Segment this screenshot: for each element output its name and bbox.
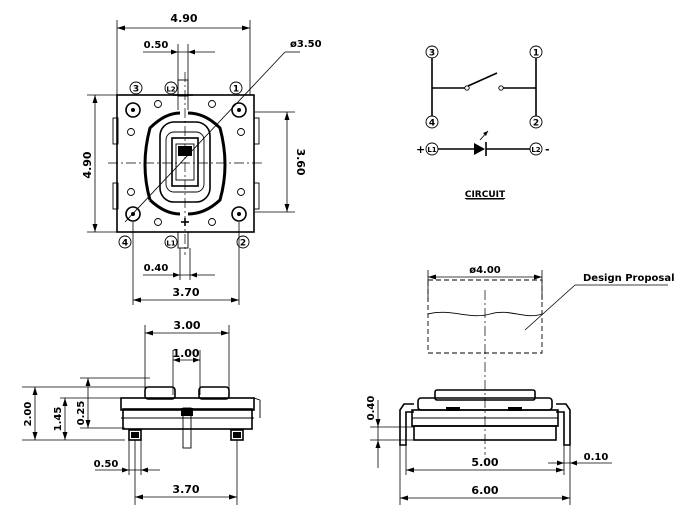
circuit-label: CIRCUIT (465, 190, 506, 200)
top-pin-4: 4 (122, 239, 128, 249)
circuit-pin-2: 2 (533, 119, 539, 129)
dim-right-height: 3.60 (294, 148, 307, 175)
dim-side-pad-pitch: 3.70 (172, 483, 199, 496)
dim-side-pad-width: 0.50 (94, 459, 119, 470)
dim-pad-pitch-top: 3.70 (172, 286, 199, 299)
dim-top-width: 4.90 (170, 12, 197, 25)
top-pin-2: 2 (240, 239, 246, 249)
top-pin-3: 3 (133, 85, 139, 95)
dim-overall-width: 6.00 (471, 484, 498, 497)
circuit-pin-l1: L1 (427, 146, 436, 154)
dim-proposal-diameter: ø4.00 (469, 265, 501, 276)
dim-side-led-height: 0.25 (76, 401, 87, 426)
top-pin-l1: L1 (166, 240, 175, 248)
dim-side-center-width: 1.00 (172, 347, 199, 360)
side-view: 3.00 1.00 2.00 1.45 0.25 (22, 319, 261, 505)
design-proposal-label: Design Proposal (583, 273, 675, 284)
dim-side-total-height: 2.00 (23, 402, 34, 427)
dim-body-width: 5.00 (471, 456, 498, 469)
circuit-pin-4: 4 (429, 119, 435, 129)
circuit-minus: - (545, 143, 550, 156)
dim-lead-height: 0.40 (366, 396, 377, 421)
dim-led-offset-top: 0.50 (144, 40, 169, 51)
dim-lead-thickness: 0.10 (584, 452, 609, 463)
circuit-pin-3: 3 (429, 49, 435, 59)
top-pin-l2: L2 (166, 86, 175, 94)
dim-side-top-width: 3.00 (173, 319, 200, 332)
circuit-pin-l2: L2 (531, 146, 540, 154)
circuit-pin-1: 1 (533, 49, 539, 59)
top-view: 4.90 0.50 ø3.50 4.90 3.60 (81, 12, 322, 305)
dim-side-body-height: 1.45 (53, 407, 64, 432)
front-view: ø4.00 Design Proposal 0.40 5.00 (366, 265, 675, 505)
top-pin-1: 1 (233, 85, 239, 95)
dim-left-height: 4.90 (81, 151, 94, 178)
circuit-plus: + (416, 143, 425, 156)
dim-led-offset-bottom: 0.40 (144, 263, 169, 274)
circuit-diagram: 3 1 4 2 + L1 L2 - CIRCUIT (416, 45, 550, 200)
dim-diameter: ø3.50 (290, 39, 322, 50)
